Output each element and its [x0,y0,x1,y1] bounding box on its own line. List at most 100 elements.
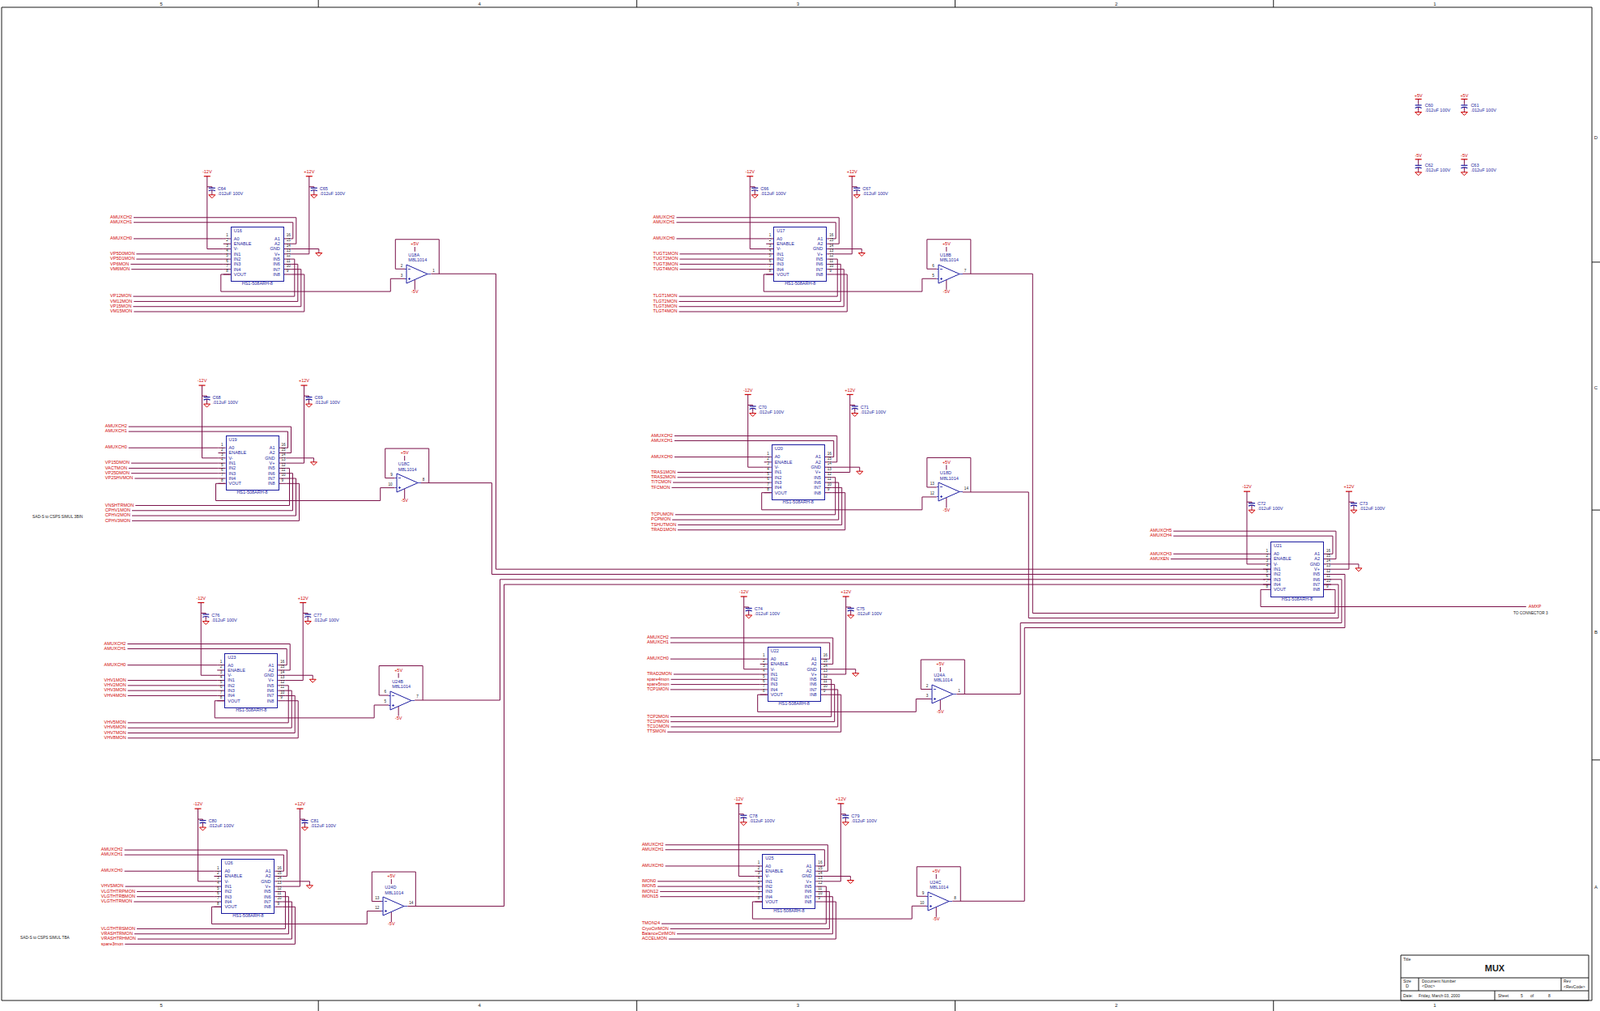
zone-tick [1591,510,1600,511]
pin-number: 10 [281,473,286,478]
part-ref: U18D [940,470,959,477]
capacitor-symbol [851,405,859,407]
net-label: AMUXCH0 [651,455,673,460]
part-number: M8L1014 [933,677,953,684]
wire [136,253,223,255]
mux-chip: U22A0ENABLEV-IN1IN2IN3IN4VOUTA1A2GNDV+IN… [767,646,822,703]
pin-number: 8 [953,897,957,902]
pin-number: 16 [280,660,285,665]
opamp-pin [388,695,391,697]
title-block-field: Document Number [1421,979,1456,984]
opamp: U24BM8L1014 [388,679,415,711]
wire [133,902,214,903]
capacitor-symbol [1460,104,1468,106]
pin-name: IN5 [263,683,274,689]
pin-name: GND [806,667,817,673]
opamp-symbol [926,891,953,912]
ground-symbol [202,621,209,626]
pin-number: 7 [762,685,766,690]
pin-number: 7 [217,897,220,902]
pin-number: 8 [762,689,766,694]
wire [414,246,416,252]
pin-number: 6 [220,685,223,690]
cap-value: .012uF 100V [319,191,346,197]
pin-number: 11 [829,259,834,264]
pin-number: 14 [817,872,822,877]
pin-name: V- [227,672,246,678]
net-label: VRASHTRMON [101,931,133,937]
pin-number: 15 [280,665,285,670]
cap-ref: C60 [1425,103,1434,109]
pin-number: 13 [823,669,828,674]
pin-name: IN6 [812,261,823,267]
title-block [1561,978,1562,992]
wire [659,896,755,898]
cap-ref: C76 [211,613,220,619]
capacitor-symbol [1415,165,1422,166]
cap-ref: C71 [860,405,869,411]
net-label: AMUXCH5 [1149,528,1172,534]
net-label: AMUXCH2 [104,642,127,647]
pin-number: 1 [220,660,223,665]
opamp-pin [404,906,408,907]
cap-value: .012uF 100V [208,824,235,830]
power-label: -5V [1460,153,1469,159]
net-label: AMUXCH0 [642,863,664,869]
pin-number: 12 [817,881,822,886]
cap-ref: C70 [758,405,767,411]
wire [1348,502,1354,503]
ground-symbol [852,673,860,677]
mux-chip: U17A0ENABLEV-IN1IN2IN3IN4VOUTA1A2GNDV+IN… [773,226,827,282]
cap-value: .012uF 100V [1257,506,1284,512]
pin-name: IN5 [810,475,821,481]
power-label: +12V [840,590,852,596]
part-number: M8L1014 [408,257,427,264]
net-label: AMUXCH0 [653,236,676,242]
pin-number: 2 [769,238,772,243]
wire [834,176,852,255]
pin-number: 12 [286,254,291,259]
pin-number: 1 [757,861,761,866]
pin-name: IN7 [1310,582,1320,588]
opamp-pin [395,477,397,479]
cap-value: .012uF 100V [217,191,244,197]
part-number: M8L1014 [940,476,959,482]
wire [127,664,218,666]
capacitor-symbol [1248,502,1256,504]
opamp-pin [959,273,963,275]
net-label: TLGT1MON [653,293,678,299]
opamp-pin [398,477,401,479]
net-label: PCPMON [651,517,671,523]
wire [211,190,213,194]
wire [414,279,416,290]
pin-number: 5 [769,254,772,259]
net-label: AMUXCH1 [653,220,676,226]
pin-name: IN3 [770,681,789,687]
pin-number: 8 [766,488,770,493]
opamp-pin [940,486,943,488]
net-label: VP2SHVMON [105,476,134,481]
pin-number: 12 [829,254,834,259]
pin-name: ENABLE [776,241,795,247]
zone-letter: A [1594,885,1598,890]
opamp: U18AM8L1014 [404,252,431,285]
pin-number: 12 [823,675,828,680]
wire [927,457,971,493]
pin-name: V+ [260,884,271,890]
pin-name: A1 [260,868,271,874]
signal-wire [414,579,1271,701]
net-label: TC1HMON [646,719,669,725]
net-label: AMUXCH4 [1149,533,1172,539]
net-label: VM15MON [110,309,132,315]
pin-number: 8 [757,897,761,902]
wire [286,458,315,461]
pin-number: 5 [931,274,935,279]
pin-number: 1 [1265,549,1269,554]
pin-number: 10 [276,897,281,902]
pin-name: IN2 [234,256,252,262]
wire [748,610,749,614]
ground-symbol [309,679,316,683]
wire [137,902,293,940]
part-number: HS1-508ARH-8 [778,702,810,707]
pin-number: 9 [276,902,280,907]
